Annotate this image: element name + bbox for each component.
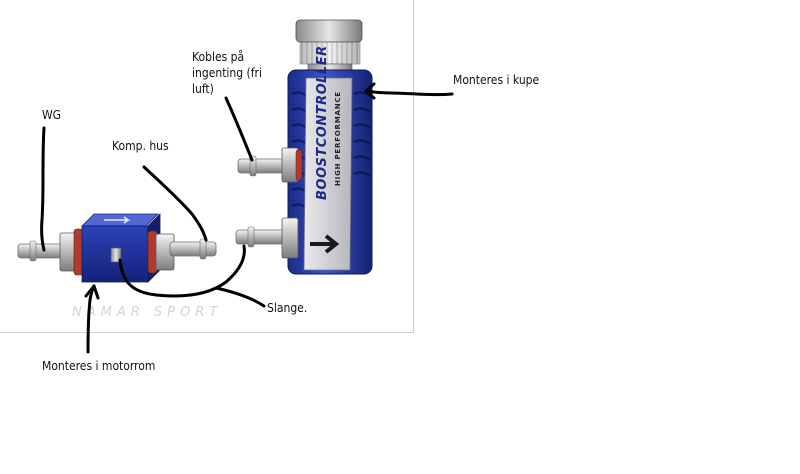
hose-barb-fitting — [235, 229, 287, 245]
label-monteres-motorrom: Monteres i motorrom — [42, 359, 156, 373]
knob-body — [299, 41, 361, 65]
kupe-arrowhead — [364, 82, 376, 100]
hose-line — [118, 244, 246, 298]
bleed-valve — [17, 213, 217, 283]
wg-pointer-line — [40, 126, 46, 252]
boost-controller: BOOSTCONTROLLER HIGH PERFORMANCE — [235, 19, 373, 275]
komp-hus-pointer-line — [142, 165, 208, 242]
adjust-screw — [110, 247, 122, 263]
komp-barb-ridge — [199, 238, 207, 260]
label-panel — [303, 77, 353, 271]
kobles-pointer-line — [224, 96, 254, 162]
vent-oring — [295, 149, 303, 181]
kupe-pointer-line — [364, 89, 454, 97]
slange-pointer-line — [214, 286, 266, 308]
vent-hex-nut — [281, 147, 299, 183]
brand-text: BOOSTCONTROLLER — [315, 45, 330, 200]
flow-arrow-icon — [104, 216, 131, 224]
label-monteres-kupe: Monteres i kupe — [453, 73, 540, 87]
photo-frame — [0, 0, 414, 333]
hose-barb-ridge — [247, 226, 255, 248]
annotation-strokes — [40, 82, 454, 354]
label-kobles: Kobles på ingenting (fri luft) — [192, 50, 262, 96]
knob-cap — [295, 19, 363, 43]
hose-hex-nut — [281, 217, 299, 259]
direction-arrow-icon — [310, 234, 340, 254]
wg-barb-ridge — [29, 240, 37, 262]
label-komp-hus: Komp. hus — [112, 139, 169, 153]
label-wg: WG — [42, 108, 62, 122]
label-slange: Slange. — [267, 301, 308, 315]
motorrom-arrowhead — [84, 284, 100, 300]
sub-brand-text: HIGH PERFORMANCE — [334, 91, 342, 186]
watermark-text: NAMAR SPORT — [72, 305, 222, 320]
komp-barb-fitting — [169, 241, 217, 257]
vent-barb-fitting — [237, 158, 287, 174]
